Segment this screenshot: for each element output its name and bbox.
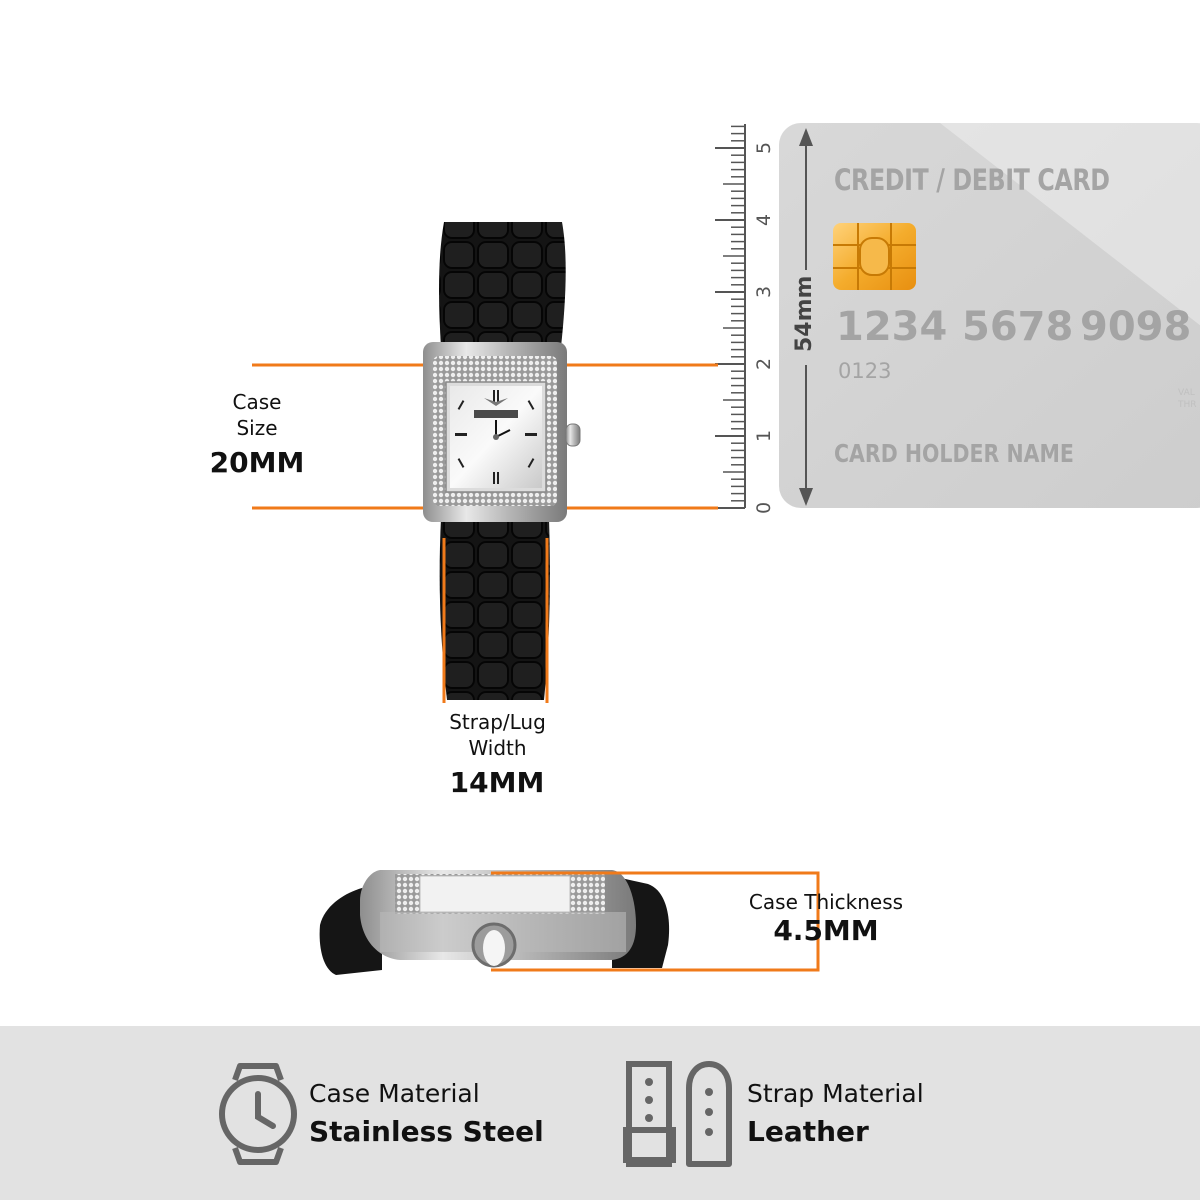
watch-front-image — [423, 222, 581, 700]
card-holder-name: CARD HOLDER NAME — [834, 439, 1074, 468]
strap-width-value: 14MM — [449, 766, 545, 799]
ruler-tick-label: 2 — [753, 358, 775, 370]
card-number-group-1: 1234 — [836, 304, 948, 350]
strap-icon — [623, 1061, 732, 1167]
card-height-arrow — [799, 128, 813, 506]
card-number-group-2: 5678 — [962, 304, 1074, 350]
ruler-tick-label: 5 — [753, 142, 775, 154]
features-bar: Case Material Stainless Steel Strap Mate… — [0, 1026, 1200, 1200]
watch-side-image — [319, 870, 670, 975]
card-valid-text: VAL THR — [1178, 388, 1197, 410]
ruler-tick-label: 4 — [753, 214, 775, 226]
case-size-label: Case Size — [232, 390, 282, 440]
ruler-tick-label: 0 — [753, 502, 775, 514]
case-thickness-value: 4.5MM — [773, 914, 879, 947]
watch-icon — [219, 1063, 297, 1165]
ruler: 0 1 2 3 4 5 — [715, 124, 775, 514]
case-material-value: Stainless Steel — [309, 1115, 544, 1148]
card-height-label: 54mm — [792, 275, 817, 352]
ruler-tick-label: 3 — [753, 286, 775, 298]
case-material-label: Case Material — [309, 1079, 480, 1108]
case-thickness-bracket — [491, 871, 820, 972]
card-sub-number: 0123 — [838, 359, 892, 383]
case-size-value: 20MM — [209, 446, 305, 479]
card-number-group-3: 9098 — [1080, 304, 1192, 350]
case-thickness-label: Case Thickness — [748, 890, 904, 914]
credit-card — [779, 123, 1200, 508]
strap-material-value: Leather — [747, 1115, 869, 1148]
chip-icon — [833, 223, 916, 290]
strap-material-label: Strap Material — [747, 1079, 924, 1108]
ruler-tick-label: 1 — [753, 430, 775, 442]
strap-width-label: Strap/Lug Width — [449, 710, 546, 760]
card-title: CREDIT / DEBIT CARD — [834, 163, 1110, 197]
